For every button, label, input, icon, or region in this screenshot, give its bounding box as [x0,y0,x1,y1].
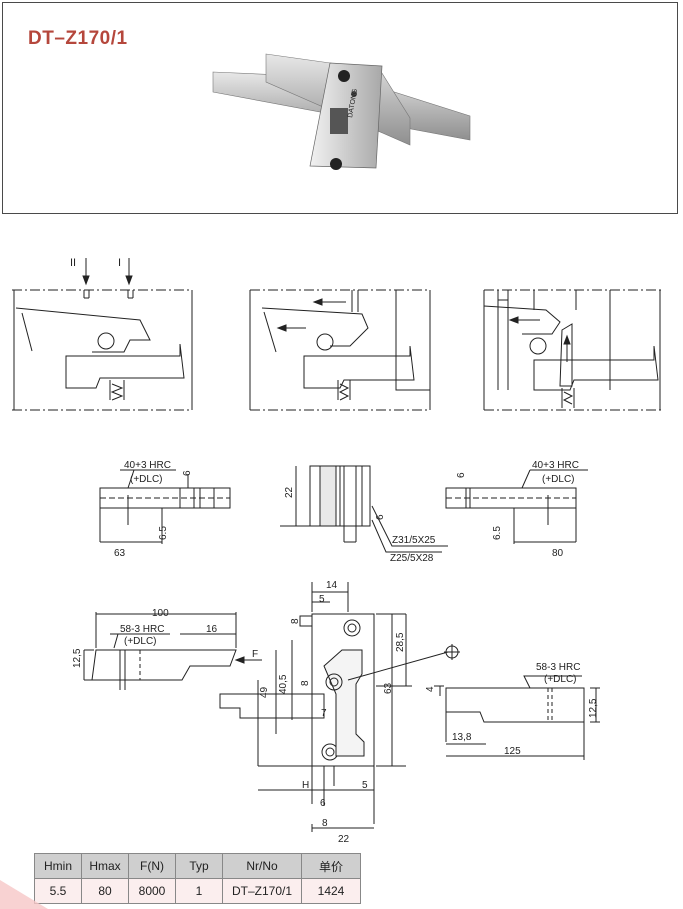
arrow-label-i: I [118,257,121,269]
top-left-dim-top: 6 [182,470,193,476]
main-center-dim-49: 49 [259,686,270,698]
spec-table: Hmin Hmax F(N) Typ Nr/No 单价 5.5 80 8000 … [34,853,361,904]
top-left-hrc: 40+3 HRC [124,460,171,471]
top-center-screw-2: Z25/5X28 [390,553,434,564]
main-right-coating: (+DLC) [544,674,577,685]
main-center-dim-14: 14 [326,580,338,591]
top-center-dim-height: 22 [284,486,295,498]
main-center-dim-22: 22 [338,834,350,845]
main-center-dim-7: 7 [321,708,327,719]
svg-text:DATONG: DATONG [347,88,359,118]
main-left-coating: (+DLC) [124,636,157,647]
main-right-dim-12-5: 12,5 [588,698,599,718]
main-center-dim-5-bottom: 5 [362,780,368,791]
spec-table-header-row: Hmin Hmax F(N) Typ Nr/No 单价 [34,853,361,879]
top-views [99,465,588,553]
main-center-dim-40-5: 40,5 [278,674,289,694]
cell-typ: 1 [175,878,223,904]
col-price: 单价 [301,853,361,879]
main-center-dim-8-top: 8 [290,618,301,624]
main-center-dim-h: H [302,780,309,791]
col-nr: Nr/No [222,853,302,879]
main-left-dim-16: 16 [206,624,218,635]
main-left-dim-12-5: 12,5 [72,648,83,668]
cell-price: 1424 [301,878,361,904]
top-right-dim-height: 6.5 [492,526,503,540]
product-image: DATONG [212,53,471,170]
top-left-coating: (+DLC) [130,474,163,485]
main-right-hrc: 58-3 HRC [536,662,580,673]
cell-hmax: 80 [81,878,129,904]
table-row: 5.5 80 8000 1 DT–Z170/1 1424 [34,878,361,904]
top-right-dim-top: 6 [456,472,467,478]
top-left-dim-height: 6.5 [158,526,169,540]
cell-nr: DT–Z170/1 [222,878,302,904]
top-right-dim-width: 80 [552,548,564,559]
main-left-hrc: 58-3 HRC [120,624,164,635]
decorative-corner [0,880,48,909]
main-center-dim-63: 63 [383,682,394,694]
main-right-dim-13-8: 13,8 [452,732,472,743]
top-center-screw-1: Z31/5X25 [392,535,436,546]
main-left-force: F [252,649,258,660]
process-diagrams [12,258,664,411]
product-title: DT–Z170/1 [28,28,128,49]
main-center-dim-8-mid: 8 [300,680,311,686]
main-center-dim-28-5: 28,5 [395,632,406,652]
main-right-length: 125 [504,746,521,757]
main-center-dim-8-bottom: 8 [322,818,328,829]
top-center-screw-offset: 6 [375,514,386,520]
main-center-dim-5-top: 5 [319,594,325,605]
arrow-label-ii: II [70,257,76,269]
col-hmax: Hmax [81,853,129,879]
col-hmin: Hmin [34,853,82,879]
top-left-dim-width: 63 [114,548,126,559]
col-force: F(N) [128,853,176,879]
top-right-coating: (+DLC) [542,474,575,485]
cell-force: 8000 [128,878,176,904]
main-left-length: 100 [152,608,169,619]
main-center-dim-6: 6 [320,798,326,809]
top-right-hrc: 40+3 HRC [532,460,579,471]
col-typ: Typ [175,853,223,879]
main-views [83,582,600,832]
main-center-dim-4: 4 [425,686,436,692]
